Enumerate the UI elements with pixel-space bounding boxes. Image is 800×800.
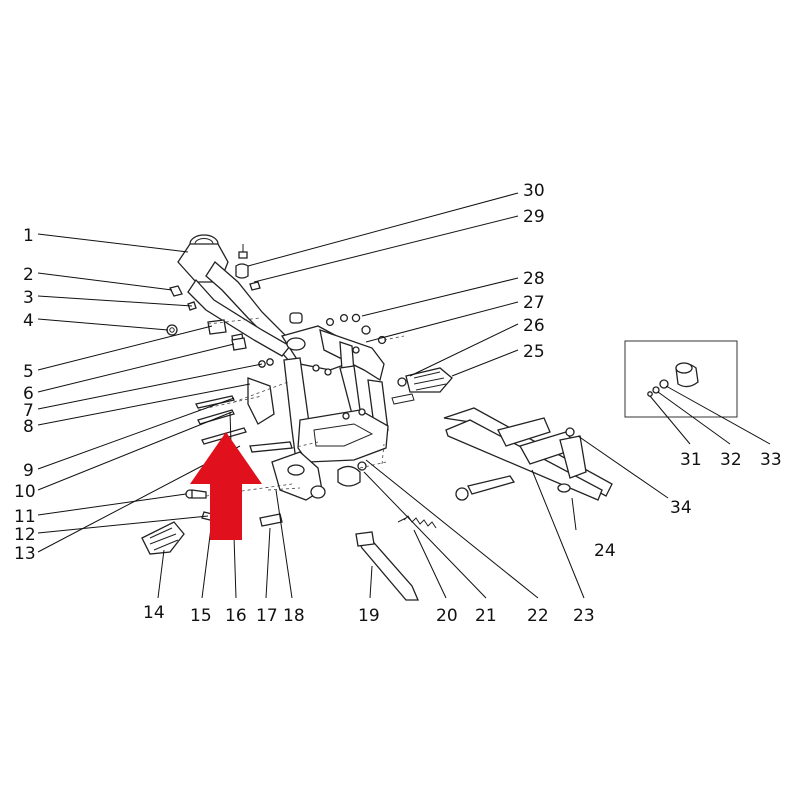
callout-25: 25 (523, 342, 545, 362)
frame-drawing (177, 234, 389, 501)
callout-27: 27 (523, 293, 545, 313)
callout-19: 19 (358, 606, 380, 626)
callout-28: 28 (523, 269, 545, 289)
callout-17: 17 (256, 606, 278, 626)
callout-2: 2 (23, 265, 34, 285)
callout-29: 29 (523, 207, 545, 227)
callout-31: 31 (680, 450, 702, 470)
callout-14: 14 (143, 603, 165, 623)
callout-32: 32 (720, 450, 742, 470)
callout-4: 4 (23, 311, 34, 331)
callout-22: 22 (527, 606, 549, 626)
callout-12: 12 (14, 525, 36, 545)
callout-9: 9 (23, 461, 34, 481)
red-up-arrow-icon (190, 432, 262, 540)
callout-16: 16 (225, 606, 247, 626)
side-stand (355, 515, 437, 601)
callout-24: 24 (594, 541, 616, 561)
footpeg-left (141, 521, 185, 555)
callout-labels: 1 2 3 4 5 6 7 8 9 10 11 12 13 14 15 16 1… (14, 181, 782, 626)
callout-1: 1 (23, 226, 34, 246)
callout-8: 8 (23, 417, 34, 437)
head-fasteners (166, 244, 261, 351)
swingarm (337, 407, 613, 501)
callout-7: 7 (23, 401, 34, 421)
footpeg-right (391, 367, 453, 405)
callout-20: 20 (436, 606, 458, 626)
callout-13: 13 (14, 544, 36, 564)
callout-3: 3 (23, 288, 34, 308)
callout-33: 33 (760, 450, 782, 470)
inset-detail (624, 340, 738, 418)
callout-6: 6 (23, 384, 34, 404)
callout-18: 18 (283, 606, 305, 626)
callout-23: 23 (573, 606, 595, 626)
callout-11: 11 (14, 507, 36, 527)
callout-34: 34 (670, 498, 692, 518)
callout-5: 5 (23, 362, 34, 382)
callout-15: 15 (190, 606, 212, 626)
callout-10: 10 (14, 482, 36, 502)
callout-30: 30 (523, 181, 545, 201)
callout-26: 26 (523, 316, 545, 336)
callout-21: 21 (475, 606, 497, 626)
